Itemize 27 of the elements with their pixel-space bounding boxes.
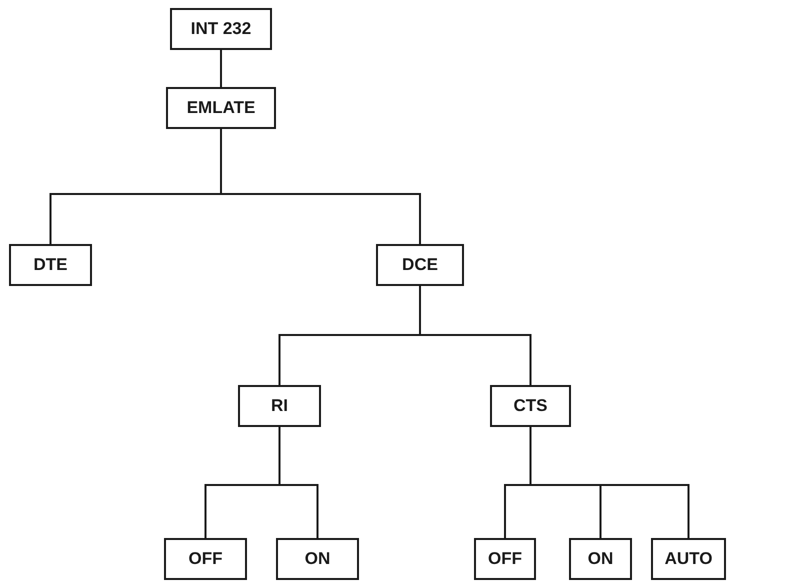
box-label: RI <box>271 396 288 416</box>
box-label: DCE <box>402 255 438 275</box>
box-label: EMLATE <box>186 98 256 118</box>
tree-box <box>238 385 321 427</box>
connector-line <box>278 427 318 538</box>
tree-box <box>170 8 272 50</box>
tree-box <box>651 538 726 580</box>
tree-box <box>569 538 632 580</box>
connector-line <box>530 427 690 538</box>
tree-box <box>9 244 92 286</box>
connector-line <box>220 129 421 244</box>
box-label: INT 232 <box>190 19 252 39</box>
tree-box <box>166 87 276 129</box>
box-label: ON <box>588 549 614 569</box>
connector-line <box>419 286 532 385</box>
box-label: OFF <box>488 549 522 569</box>
box-label: ON <box>304 549 330 569</box>
box-label: OFF <box>188 549 222 569</box>
box-label: AUTO <box>664 549 712 569</box>
connector-line <box>220 50 222 87</box>
box-label: DTE <box>34 255 68 275</box>
tree-box <box>474 538 536 580</box>
box-label: CTS <box>514 396 548 416</box>
tree-box <box>276 538 359 580</box>
tree-box <box>490 385 571 427</box>
tree-box <box>376 244 464 286</box>
tree-box <box>164 538 247 580</box>
